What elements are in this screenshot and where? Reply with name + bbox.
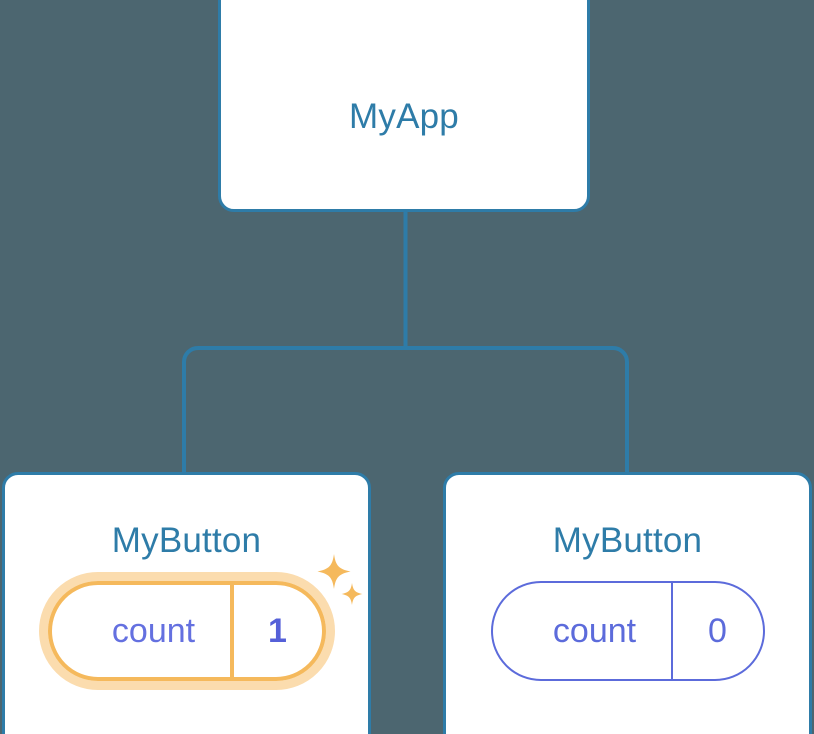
node-title: MyButton: [111, 521, 262, 560]
state-pill-anchor: count 0: [490, 581, 765, 681]
node-mybutton-2[interactable]: MyButton count 0: [443, 472, 812, 734]
sparkle-icon: [341, 583, 362, 605]
state-pill-key: count: [552, 611, 637, 650]
node-title: MyButton: [552, 521, 703, 560]
node-title: MyApp: [349, 97, 459, 136]
connector-branch-left: [182, 346, 406, 474]
node-myapp[interactable]: MyApp: [218, 0, 590, 212]
state-pill-count[interactable]: count 0: [490, 581, 765, 681]
node-mybutton-1[interactable]: MyButton count 1: [2, 472, 371, 734]
state-pill-key: count: [111, 611, 196, 650]
state-pill-wrap: count 0: [446, 581, 809, 681]
state-pill-count[interactable]: count 1: [47, 581, 326, 681]
state-pill-value: 1: [229, 585, 322, 677]
state-pill-anchor: count 1: [38, 554, 362, 690]
connector-branch-right: [405, 346, 629, 474]
state-pill-wrap: count 1: [5, 554, 368, 690]
state-pill-value: 0: [670, 583, 763, 679]
